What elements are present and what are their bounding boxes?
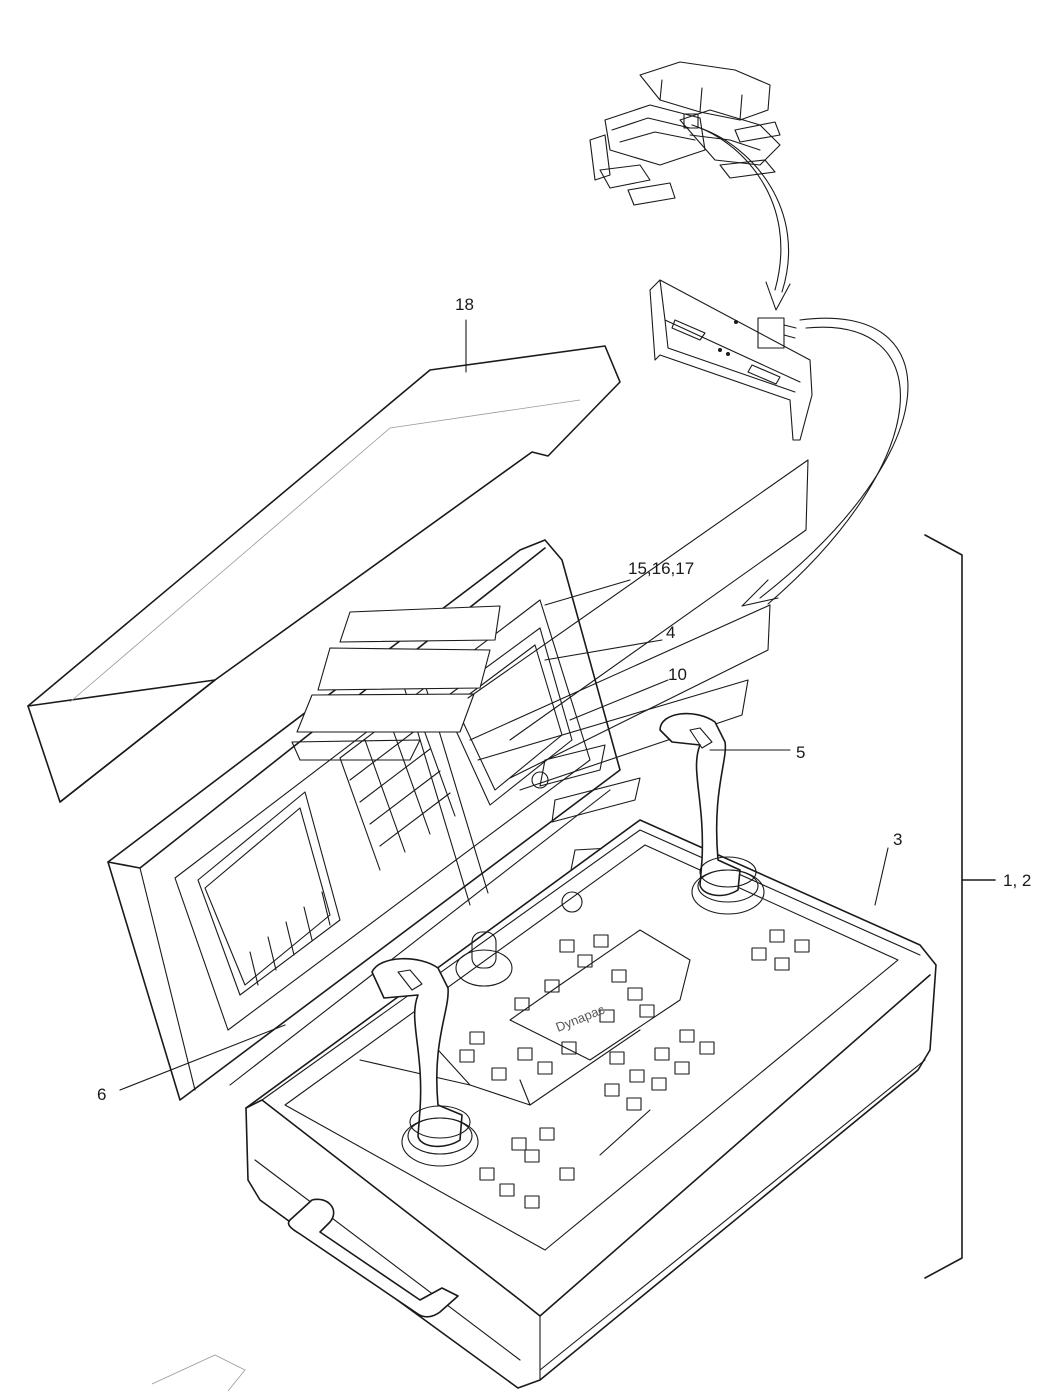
callout-box-assembly: 1, 2	[1003, 871, 1031, 890]
steering-unit-illustration	[649, 279, 813, 441]
callout-keypad: 10	[668, 665, 687, 684]
arrow-machine-to-unit	[691, 124, 791, 311]
joystick-right	[659, 712, 765, 915]
console-buttons	[459, 929, 810, 1209]
callout-joystick-left: 6	[97, 1085, 106, 1104]
callout-control-panel: 3	[893, 830, 902, 849]
callout-display-group: 15,16,17	[628, 559, 694, 578]
console-box	[245, 819, 937, 1389]
exploded-plates	[291, 459, 809, 876]
assembly-bracket	[924, 534, 996, 1279]
paver-machine-illustration	[589, 61, 781, 206]
callout-joystick-right: 5	[796, 743, 805, 762]
stray-mark	[151, 1354, 246, 1391]
callout-lid: 18	[455, 295, 474, 314]
display-housing	[107, 539, 621, 1101]
lid-cover	[27, 345, 621, 803]
callout-screen: 4	[666, 623, 675, 642]
joystick-left	[371, 957, 479, 1167]
arrow-unit-to-console	[741, 317, 909, 607]
leader-lines	[119, 319, 889, 1091]
